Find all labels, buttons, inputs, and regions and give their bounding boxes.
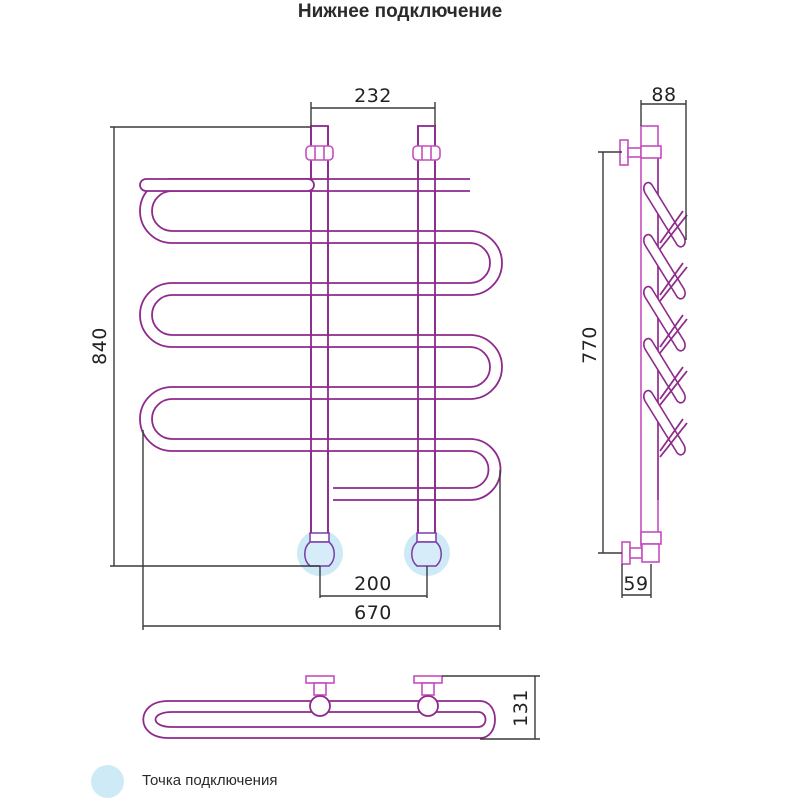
side-diagonal-tubes [643, 181, 688, 458]
side-return-tube [659, 262, 688, 302]
coil-bend-right [469, 230, 503, 296]
top-view-valve-left [305, 675, 335, 717]
dim-side-depth: 88 [651, 84, 676, 106]
dim-total-height: 840 [89, 327, 111, 365]
side-view: 88 770 59 [579, 84, 688, 598]
side-return-tube [659, 314, 688, 354]
coil-bend-left [139, 386, 173, 452]
coil-run [160, 335, 470, 347]
coil-bend-right [469, 242, 491, 284]
bottom-fitting-right [411, 532, 442, 567]
dim-connection-offset: 59 [623, 573, 648, 595]
dim-pipe-spacing: 232 [354, 85, 392, 107]
legend-label: Точка подключения [142, 772, 278, 789]
top-view: 131 [142, 675, 540, 740]
coil-run [160, 387, 470, 399]
dimension-lines-front [110, 102, 501, 630]
diagram-title: Нижнее подключение [297, 1, 503, 22]
dim-connection-spacing: 200 [354, 573, 392, 595]
coil-run [160, 439, 470, 451]
bottom-jumper [333, 487, 470, 501]
front-view: 232 840 200 670 [89, 85, 503, 630]
coil-bend-right [469, 450, 490, 489]
coil-bend-right [469, 334, 503, 400]
top-view-inner-tube [154, 711, 487, 728]
coil-bend-right [469, 346, 491, 388]
dim-total-width: 670 [354, 602, 392, 624]
top-coupling-right [412, 145, 441, 161]
coil-bend-left [151, 190, 173, 232]
side-top-valve [619, 139, 662, 166]
top-view-valve-right [413, 675, 443, 717]
collector-edges [310, 126, 436, 536]
coil-bend-left [139, 282, 173, 348]
coil-bend-left [151, 398, 173, 440]
dim-top-depth: 131 [510, 689, 532, 727]
side-bottom-valve [621, 531, 662, 565]
coil-bend-right [469, 438, 502, 501]
coil-run [160, 283, 470, 295]
top-view-outer-tube [142, 700, 496, 739]
side-return-tube [659, 366, 688, 406]
connection-point-legend-icon [91, 765, 124, 798]
bottom-fitting-left [304, 532, 335, 567]
side-return-tube [659, 418, 688, 458]
dimension-lines-side [598, 100, 687, 598]
top-coupling-left [305, 145, 334, 161]
coil-bend-left [151, 294, 173, 336]
dimension-lines-top [442, 675, 540, 740]
top-jumper [139, 178, 315, 192]
side-return-tube [659, 210, 688, 250]
dim-connection-height: 770 [579, 326, 601, 364]
coil-run [160, 231, 470, 243]
